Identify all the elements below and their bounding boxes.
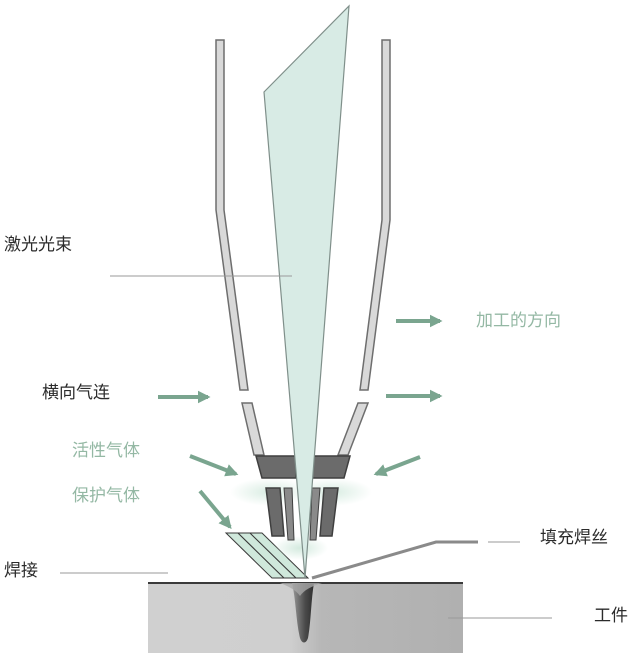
label-laser-beam: 激光光束: [4, 235, 72, 255]
leader-lines: [60, 275, 552, 619]
outer-nozzle: [215, 39, 391, 391]
label-active-gas: 活性气体: [72, 441, 140, 461]
active-gas-arrow-left: [189, 454, 239, 477]
middle-nozzle: [241, 402, 370, 456]
label-cross-air-jet: 横向气连: [42, 383, 110, 403]
shielding-gas-arrow: [198, 489, 232, 529]
label-processing-direction: 加工的方向: [476, 311, 561, 331]
weld-bead: [280, 583, 322, 596]
label-weld: 焊接: [4, 561, 38, 581]
weld-pool: [292, 583, 314, 643]
label-workpiece: 工件: [594, 606, 628, 626]
label-shielding-gas: 保护气体: [72, 486, 140, 506]
filler-wire: [311, 540, 478, 580]
active-gas-arrow-right: [373, 455, 421, 477]
laser-beam: [263, 4, 350, 579]
nozzle-right-wall: [359, 39, 391, 391]
workpiece: [148, 582, 463, 653]
label-filler-wire: 填充焊丝: [540, 528, 608, 548]
inner-nozzle: [255, 455, 351, 541]
flow-arrows: [158, 314, 443, 529]
nozzle-left-wall: [215, 39, 249, 391]
